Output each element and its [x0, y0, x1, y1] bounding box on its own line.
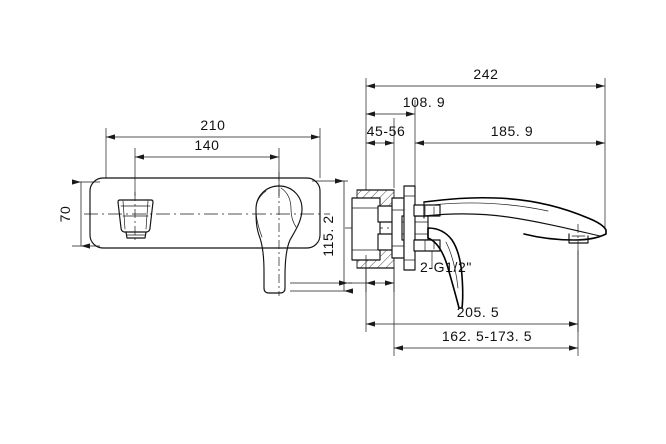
- lever-handle-side: [427, 227, 464, 309]
- dimension-115-2: 115. 2: [290, 178, 353, 294]
- dimension-140: 140: [135, 137, 279, 160]
- side-section-view: 242 108. 9 45-56 185. 9: [290, 66, 607, 356]
- dimension-185-9: 185. 9: [415, 123, 605, 146]
- thread-callout-label: 2-G1/2": [420, 259, 472, 275]
- dimension-242: 242: [366, 66, 605, 89]
- dimension-140-label: 140: [194, 137, 219, 153]
- dimension-205-5-label: 205. 5: [457, 304, 500, 320]
- dimension-242-label: 242: [473, 66, 498, 82]
- dimension-108-9-label: 108. 9: [403, 94, 446, 110]
- dimension-162-5-173-5-label: 162. 5-173. 5: [442, 328, 532, 344]
- valve-cartridge-housing: [351, 197, 381, 261]
- dimension-210: 210: [106, 117, 320, 140]
- dimension-70: 70: [57, 179, 100, 249]
- dimension-205-5: 205. 5: [366, 304, 578, 327]
- dimension-45-56: 45-56: [366, 123, 406, 146]
- dimension-162-5-173-5: 162. 5-173. 5: [394, 328, 578, 351]
- dimension-70-label: 70: [57, 206, 73, 223]
- front-elevation-view: 210 140 70 115. 2: [57, 117, 353, 296]
- dimension-108-9: 108. 9: [366, 94, 446, 117]
- valve-body-section: [351, 185, 441, 271]
- thread-callout-g12: 2-G1/2": [420, 251, 472, 275]
- dimension-115-2-label: 115. 2: [320, 215, 336, 257]
- dimension-210-label: 210: [200, 117, 225, 133]
- dimension-45-56-label: 45-56: [367, 123, 406, 139]
- escutcheon-plate: [89, 177, 321, 249]
- spout-outlet-front: [117, 199, 154, 239]
- dimension-wall-tick-group: [290, 268, 395, 292]
- spout-body-side: [423, 196, 607, 258]
- lever-handle-front: [255, 185, 303, 294]
- dimension-185-9-label-alt: 185. 9: [491, 123, 534, 139]
